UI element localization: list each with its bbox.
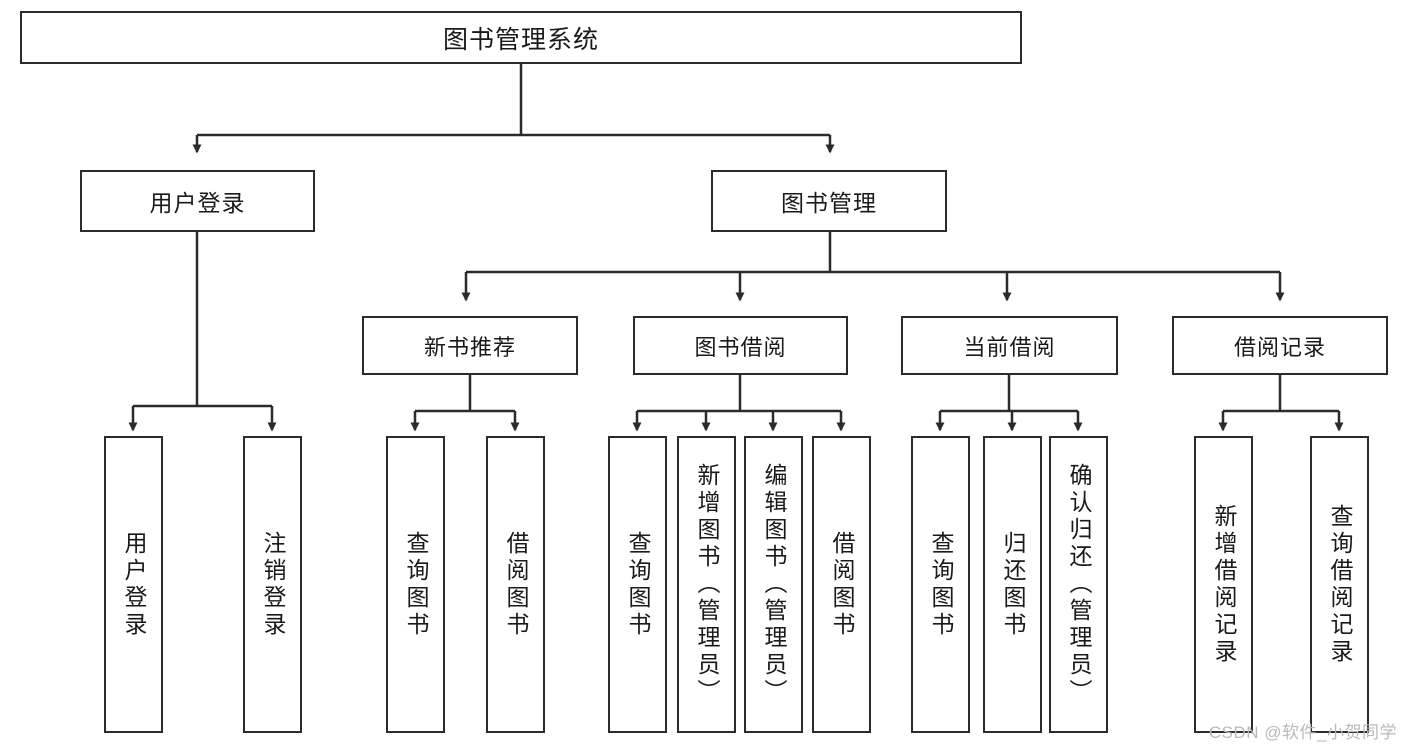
watermark: CSDN @软件_小贺同学 bbox=[1208, 723, 1397, 742]
node-leaf-query-borrow-record-label: 查询借阅记录 bbox=[1327, 503, 1353, 666]
node-leaf-user-logout[interactable]: 注销登录 bbox=[243, 436, 302, 733]
node-user-login-label: 用户登录 bbox=[149, 190, 246, 216]
node-leaf-borrow-book-2-label: 借阅图书 bbox=[829, 530, 855, 639]
node-borrow-record-label: 借阅记录 bbox=[1233, 334, 1326, 360]
node-leaf-user-logout-label: 注销登录 bbox=[260, 530, 286, 639]
node-leaf-add-book-admin-label: 新增图书（管理员） bbox=[694, 463, 720, 706]
node-leaf-query-book-1[interactable]: 查询图书 bbox=[386, 436, 445, 733]
node-leaf-borrow-book-1[interactable]: 借阅图书 bbox=[486, 436, 545, 733]
node-leaf-user-login[interactable]: 用户登录 bbox=[104, 436, 163, 733]
node-leaf-query-book-2[interactable]: 查询图书 bbox=[608, 436, 667, 733]
node-new-book-recommend[interactable]: 新书推荐 bbox=[362, 316, 578, 375]
node-book-borrow-label: 图书借阅 bbox=[694, 334, 787, 360]
node-leaf-confirm-return-admin-label: 确认归还（管理员） bbox=[1066, 463, 1092, 706]
node-leaf-borrow-book-1-label: 借阅图书 bbox=[503, 530, 529, 639]
node-book-manage[interactable]: 图书管理 bbox=[711, 170, 947, 232]
node-root-label: 图书管理系统 bbox=[442, 25, 599, 54]
node-leaf-edit-book-admin-label: 编辑图书（管理员） bbox=[761, 463, 787, 706]
node-user-login[interactable]: 用户登录 bbox=[80, 170, 315, 232]
node-leaf-query-book-3-label: 查询图书 bbox=[928, 530, 954, 639]
node-current-borrow-label: 当前借阅 bbox=[963, 334, 1056, 360]
node-leaf-add-borrow-record[interactable]: 新增借阅记录 bbox=[1194, 436, 1253, 733]
node-book-manage-label: 图书管理 bbox=[781, 190, 877, 216]
node-new-book-recommend-label: 新书推荐 bbox=[423, 334, 516, 360]
node-leaf-borrow-book-2[interactable]: 借阅图书 bbox=[812, 436, 871, 733]
node-borrow-record[interactable]: 借阅记录 bbox=[1172, 316, 1388, 375]
node-leaf-add-borrow-record-label: 新增借阅记录 bbox=[1211, 503, 1237, 666]
node-leaf-user-login-label: 用户登录 bbox=[121, 530, 147, 639]
node-leaf-return-book-label: 归还图书 bbox=[1000, 530, 1026, 639]
node-book-borrow[interactable]: 图书借阅 bbox=[633, 316, 848, 375]
node-leaf-add-book-admin[interactable]: 新增图书（管理员） bbox=[677, 436, 736, 733]
node-leaf-edit-book-admin[interactable]: 编辑图书（管理员） bbox=[744, 436, 803, 733]
node-leaf-query-book-3[interactable]: 查询图书 bbox=[911, 436, 970, 733]
node-leaf-confirm-return-admin[interactable]: 确认归还（管理员） bbox=[1049, 436, 1108, 733]
node-leaf-query-book-1-label: 查询图书 bbox=[403, 530, 429, 639]
node-root[interactable]: 图书管理系统 bbox=[20, 11, 1022, 64]
node-leaf-query-book-2-label: 查询图书 bbox=[625, 530, 651, 639]
node-current-borrow[interactable]: 当前借阅 bbox=[901, 316, 1118, 375]
node-leaf-query-borrow-record[interactable]: 查询借阅记录 bbox=[1310, 436, 1369, 733]
node-leaf-return-book[interactable]: 归还图书 bbox=[983, 436, 1042, 733]
